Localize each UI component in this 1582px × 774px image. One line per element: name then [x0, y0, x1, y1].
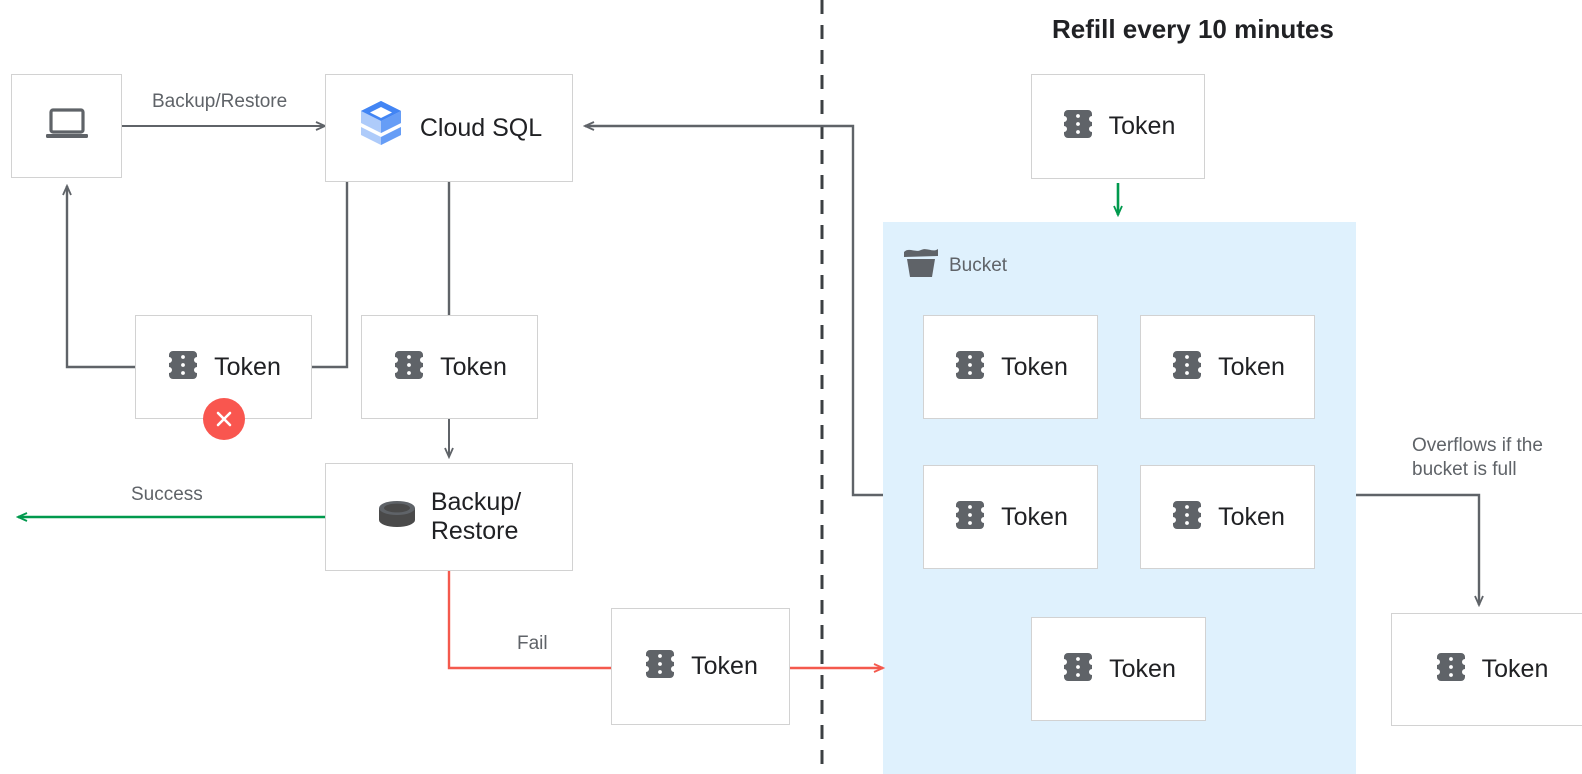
token-icon — [392, 349, 426, 386]
bucket-token-1-label: Token — [1001, 352, 1068, 381]
node-backup-restore[interactable]: Backup/ Restore — [325, 463, 573, 571]
bucket-header: Bucket — [903, 246, 1007, 285]
bucket-token-3-label: Token — [1001, 502, 1068, 531]
bucket-token-3[interactable]: Token — [923, 465, 1098, 569]
node-token-consumed[interactable]: Token — [361, 315, 538, 419]
node-token-refill[interactable]: Token — [1031, 74, 1205, 179]
node-token-overflow-label: Token — [1481, 655, 1549, 684]
edge-label-success: Success — [131, 484, 203, 505]
cloud-sql-icon — [356, 99, 406, 158]
token-icon — [1061, 651, 1095, 688]
edge-label-backup-restore: Backup/Restore — [152, 91, 288, 112]
token-icon — [1061, 108, 1095, 145]
node-token-consumed-label: Token — [440, 352, 507, 381]
edge-label-overflow-line2: bucket is full — [1412, 459, 1517, 480]
token-icon — [953, 499, 987, 536]
token-icon — [1434, 651, 1468, 688]
edge-tokenfailed-to-client — [67, 186, 135, 369]
edge-fail — [447, 571, 611, 670]
edge-bucket-overflow — [1356, 493, 1479, 605]
bucket-token-5-label: Token — [1109, 654, 1176, 683]
token-icon — [953, 349, 987, 386]
node-token-fail-path[interactable]: Token — [611, 608, 790, 725]
token-icon — [166, 349, 200, 386]
fail-x-badge — [203, 398, 245, 440]
node-token-fail-path-label: Token — [691, 652, 758, 681]
bucket-label: Bucket — [949, 254, 1008, 276]
edge-bucket-to-cloudsql — [585, 126, 883, 497]
edge-label-fail: Fail — [517, 633, 548, 654]
node-token-failed-label: Token — [214, 352, 281, 381]
bucket-token-2[interactable]: Token — [1140, 315, 1315, 419]
node-token-refill-label: Token — [1108, 112, 1176, 141]
node-token-overflow[interactable]: Token — [1391, 613, 1582, 726]
bucket-icon — [903, 246, 939, 285]
database-icon — [377, 498, 417, 537]
token-icon — [1170, 499, 1204, 536]
token-icon — [643, 648, 677, 685]
node-cloud-sql-label: Cloud SQL — [419, 113, 543, 142]
edge-cloudsql-to-tokenfailed — [312, 182, 349, 369]
laptop-icon — [45, 107, 89, 146]
bucket-token-4[interactable]: Token — [1140, 465, 1315, 569]
node-cloud-sql[interactable]: Cloud SQL — [325, 74, 573, 182]
node-backup-restore-label: Backup/ Restore — [430, 488, 522, 545]
bucket-token-2-label: Token — [1218, 352, 1285, 381]
bucket-token-5[interactable]: Token — [1031, 617, 1206, 721]
bucket-token-1[interactable]: Token — [923, 315, 1098, 419]
page-title: Refill every 10 minutes — [1052, 14, 1334, 44]
bucket-token-4-label: Token — [1218, 502, 1285, 531]
node-client[interactable] — [11, 74, 122, 178]
edge-label-overflow-line1: Overflows if the — [1412, 435, 1543, 456]
token-icon — [1170, 349, 1204, 386]
